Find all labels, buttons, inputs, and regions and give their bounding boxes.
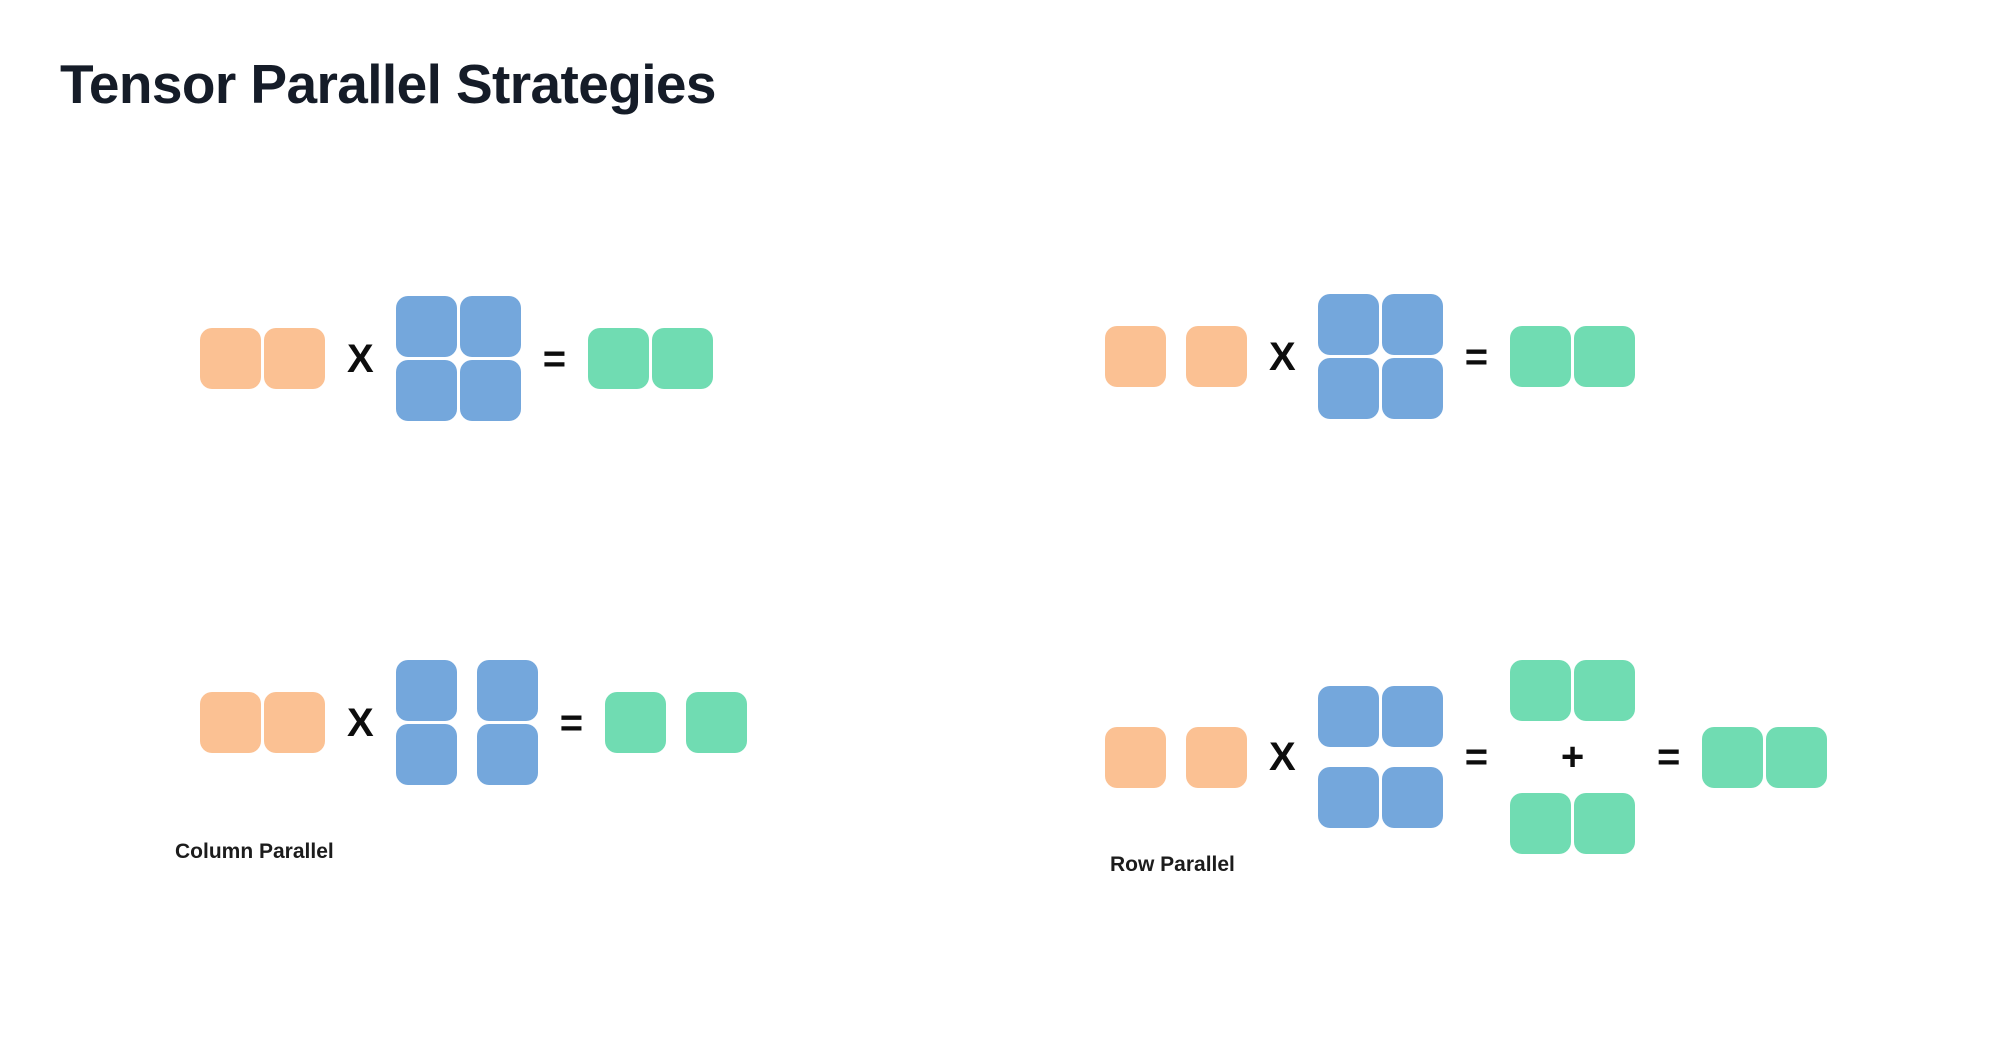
- multiply-operator: X: [1269, 735, 1296, 779]
- matrix-cell: [1510, 326, 1572, 387]
- matrix-row: [395, 296, 521, 357]
- matrix-cell: [1766, 726, 1828, 788]
- matrix-cell: [1381, 686, 1443, 747]
- matrix-row: [1510, 660, 1636, 721]
- diagram-baseline-matmul-left: X =: [200, 296, 714, 421]
- matrix-cell: [1574, 793, 1636, 854]
- multiply-operator: X: [347, 336, 374, 381]
- matrix-cell: [686, 692, 748, 753]
- matrix-cell: [1510, 793, 1572, 854]
- matrix-row: [1105, 326, 1247, 387]
- matrix-row: [605, 692, 748, 753]
- diagram-row-parallel-matmul: X = + =: [1105, 660, 1828, 854]
- matrix-cell: [476, 660, 538, 721]
- weight-matrix-blue-column-split: [395, 660, 538, 785]
- matrix-cell: [1186, 726, 1247, 788]
- output-matrix-green: [1510, 326, 1636, 387]
- matrix-cell: [1317, 686, 1379, 747]
- matrix-row: [1317, 686, 1443, 747]
- matrix-row: [395, 724, 538, 785]
- equals-operator: =: [1464, 334, 1489, 379]
- output-matrix-green: [588, 328, 714, 389]
- caption-row-parallel: Row Parallel: [1110, 853, 1235, 876]
- matrix-cell: [1381, 358, 1443, 419]
- matrix-cell: [1186, 326, 1247, 387]
- matrix-cell: [1105, 726, 1166, 788]
- matrix-cell: [652, 328, 714, 389]
- equals-operator: =: [542, 336, 567, 381]
- matrix-cell: [1702, 726, 1764, 788]
- matrix-cell: [264, 328, 325, 389]
- matrix-row: [200, 692, 325, 753]
- matrix-cell: [476, 724, 538, 785]
- output-matrix-green-column-split: [605, 692, 748, 753]
- equals-operator-final: =: [1657, 735, 1681, 779]
- plus-operator: +: [1560, 735, 1585, 779]
- input-matrix-orange-split: [1105, 726, 1247, 788]
- partial-outputs-stack: +: [1510, 660, 1636, 854]
- matrix-row: [395, 360, 521, 421]
- matrix-cell: [264, 692, 325, 753]
- final-output-matrix-green: [1702, 726, 1828, 788]
- matrix-row: [588, 328, 714, 389]
- weight-matrix-blue-row-split: [1317, 686, 1443, 828]
- multiply-operator: X: [347, 700, 374, 745]
- multiply-operator: X: [1269, 334, 1296, 379]
- matrix-cell: [395, 360, 457, 421]
- equals-operator: =: [559, 700, 584, 745]
- diagram-column-parallel-matmul: X =: [200, 660, 748, 785]
- weight-matrix-blue: [395, 296, 521, 421]
- input-matrix-orange-split: [1105, 326, 1247, 387]
- matrix-cell: [1317, 294, 1379, 355]
- matrix-cell: [395, 660, 457, 721]
- weight-matrix-blue: [1317, 294, 1443, 419]
- matrix-cell: [459, 296, 521, 357]
- partial-output-matrix-a: [1510, 660, 1636, 721]
- diagram-baseline-matmul-right: X =: [1105, 294, 1636, 419]
- matrix-cell: [459, 360, 521, 421]
- matrix-row: [1317, 767, 1443, 828]
- matrix-cell: [1574, 326, 1636, 387]
- matrix-cell: [1317, 767, 1379, 828]
- matrix-row: [395, 660, 538, 721]
- matrix-row: [200, 328, 325, 389]
- matrix-cell: [1105, 326, 1166, 387]
- partial-output-matrix-b: [1510, 793, 1636, 854]
- equals-operator: =: [1464, 735, 1489, 779]
- page-title: Tensor Parallel Strategies: [60, 53, 717, 115]
- matrix-cell: [1381, 294, 1443, 355]
- matrix-cell: [1381, 767, 1443, 828]
- matrix-cell: [605, 692, 667, 753]
- matrix-cell: [1574, 660, 1636, 721]
- input-matrix-orange: [200, 328, 325, 389]
- input-matrix-orange: [200, 692, 325, 753]
- matrix-row: [1702, 726, 1828, 788]
- matrix-row: [1510, 326, 1636, 387]
- matrix-cell: [395, 724, 457, 785]
- matrix-row: [1510, 793, 1636, 854]
- matrix-row: [1317, 358, 1443, 419]
- matrix-row: [1317, 294, 1443, 355]
- matrix-cell: [1317, 358, 1379, 419]
- matrix-row: [1105, 726, 1247, 788]
- caption-column-parallel: Column Parallel: [175, 840, 334, 863]
- matrix-cell: [395, 296, 457, 357]
- matrix-cell: [588, 328, 650, 389]
- matrix-cell: [200, 692, 261, 753]
- matrix-cell: [200, 328, 261, 389]
- matrix-cell: [1510, 660, 1572, 721]
